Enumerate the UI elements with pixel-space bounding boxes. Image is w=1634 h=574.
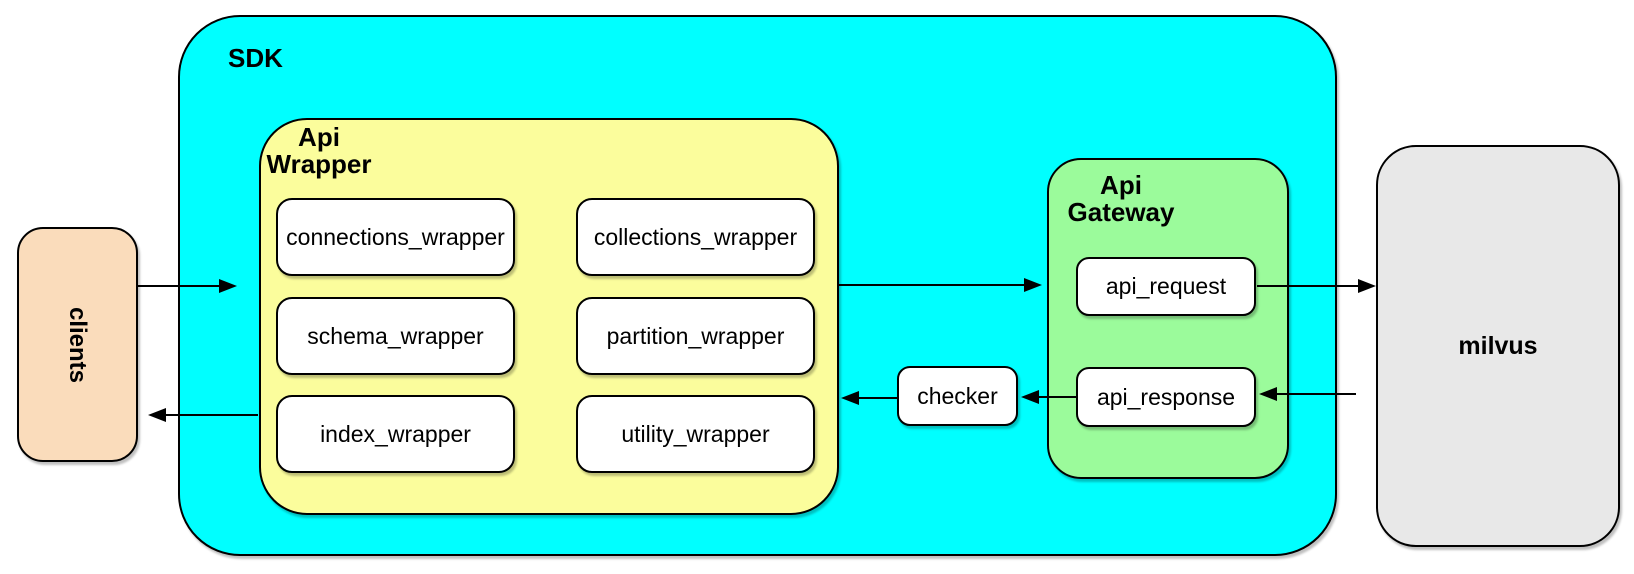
partition-wrapper-label: partition_wrapper bbox=[606, 322, 785, 349]
node-checker: checker bbox=[897, 366, 1018, 426]
api-response-label: api_response bbox=[1096, 383, 1236, 410]
node-collections-wrapper: collections_wrapper bbox=[576, 198, 815, 276]
api-gateway-label-line2: Gateway bbox=[1067, 197, 1175, 227]
node-partition-wrapper: partition_wrapper bbox=[576, 297, 815, 375]
milvus-label: milvus bbox=[1458, 331, 1538, 360]
index-wrapper-label: index_wrapper bbox=[320, 420, 471, 447]
schema-wrapper-label: schema_wrapper bbox=[307, 322, 484, 349]
api-gateway-label-line1: Api bbox=[1100, 170, 1142, 200]
node-connections-wrapper: connections_wrapper bbox=[276, 198, 515, 276]
api-request-label: api_request bbox=[1105, 273, 1227, 299]
clients-label: clients bbox=[64, 306, 92, 383]
node-schema-wrapper: schema_wrapper bbox=[276, 297, 515, 375]
sdk-label: SDK bbox=[228, 43, 283, 73]
checker-label: checker bbox=[917, 382, 998, 409]
node-api-response: api_response bbox=[1076, 367, 1256, 427]
node-utility-wrapper: utility_wrapper bbox=[576, 395, 815, 473]
node-index-wrapper: index_wrapper bbox=[276, 395, 515, 473]
node-api-request: api_request bbox=[1076, 257, 1256, 316]
utility-wrapper-label: utility_wrapper bbox=[621, 420, 770, 447]
api-wrapper-label-line1: Api bbox=[298, 122, 340, 152]
node-milvus: milvus bbox=[1376, 145, 1620, 547]
arrowhead-icon bbox=[1358, 279, 1376, 293]
arrowhead-icon bbox=[148, 408, 166, 422]
collections-wrapper-label: collections_wrapper bbox=[593, 223, 798, 250]
api-wrapper-label-line2: Wrapper bbox=[266, 149, 372, 179]
node-clients: clients bbox=[17, 227, 138, 462]
connections-wrapper-label: connections_wrapper bbox=[286, 223, 505, 250]
